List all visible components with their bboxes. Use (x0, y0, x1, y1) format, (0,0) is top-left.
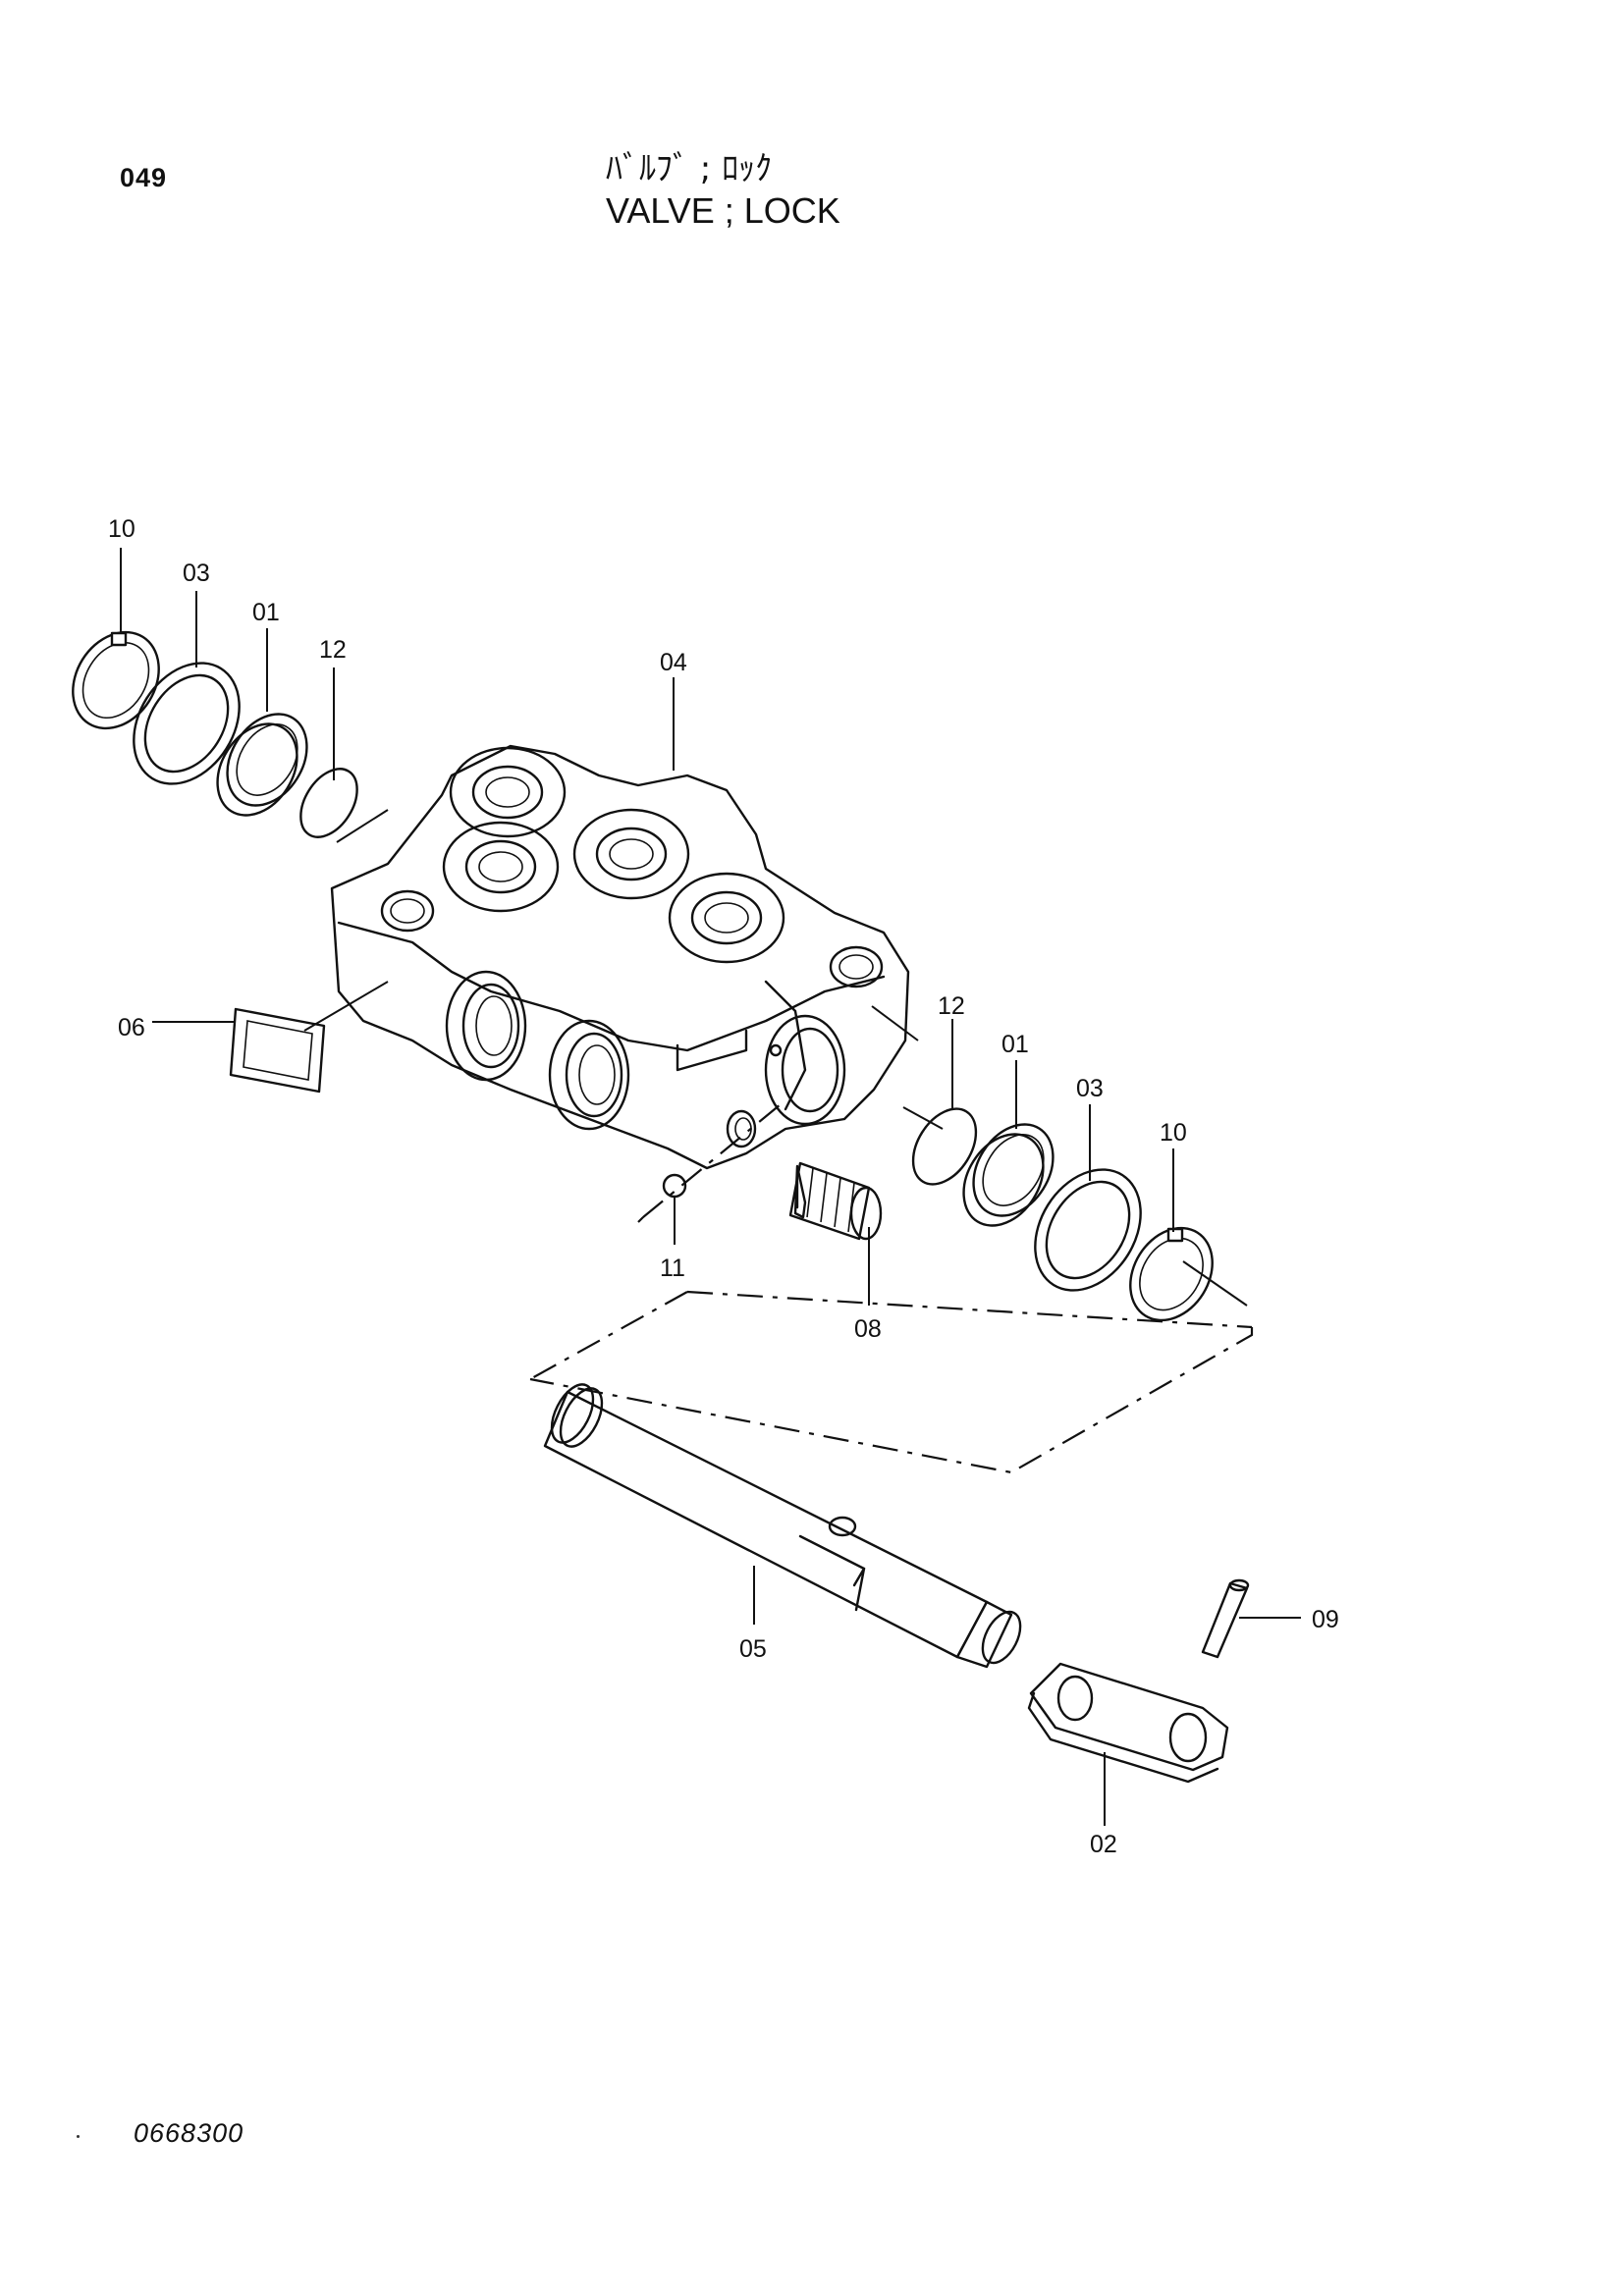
spring-pin (1201, 1578, 1250, 1659)
callout-10-left: 10 (108, 515, 135, 543)
callout-01-right: 01 (1001, 1031, 1029, 1058)
valve-body (330, 744, 910, 1170)
callout-04: 04 (660, 649, 687, 676)
callout-05: 05 (739, 1635, 767, 1663)
steel-ball (662, 1173, 687, 1199)
drawing-code: 0668300 (134, 2118, 244, 2148)
callout-03-right: 03 (1076, 1075, 1104, 1102)
callout-06: 06 (118, 1014, 145, 1041)
callout-11: 11 (660, 1255, 685, 1282)
title-english: VALVE ; LOCK (606, 190, 840, 231)
callout-02: 02 (1090, 1831, 1117, 1858)
plug (788, 1161, 883, 1241)
callout-03-left: 03 (183, 560, 210, 587)
bushing-left (216, 713, 308, 817)
callout-12-right: 12 (938, 992, 965, 1020)
page-number: 049 (120, 163, 168, 192)
lock-lever (1027, 1662, 1229, 1784)
name-plate (229, 1007, 326, 1094)
washer-right (1034, 1168, 1142, 1292)
callout-08: 08 (854, 1315, 882, 1343)
snap-ring-right (1129, 1226, 1214, 1322)
callout-09: 09 (1312, 1606, 1339, 1633)
bushing-right (962, 1123, 1055, 1227)
title-japanese: ﾊﾞﾙﾌﾞ ; ﾛｯｸ (606, 149, 773, 188)
o-ring-left (299, 768, 358, 838)
callout-01-left: 01 (252, 599, 280, 626)
snap-ring-left (72, 630, 160, 730)
washer-left (133, 662, 241, 785)
callout-12-left: 12 (319, 636, 347, 664)
stray-dot (77, 2135, 80, 2138)
spool-shaft (543, 1383, 1022, 1669)
o-ring-right (911, 1107, 978, 1186)
callout-10-right: 10 (1160, 1119, 1187, 1147)
